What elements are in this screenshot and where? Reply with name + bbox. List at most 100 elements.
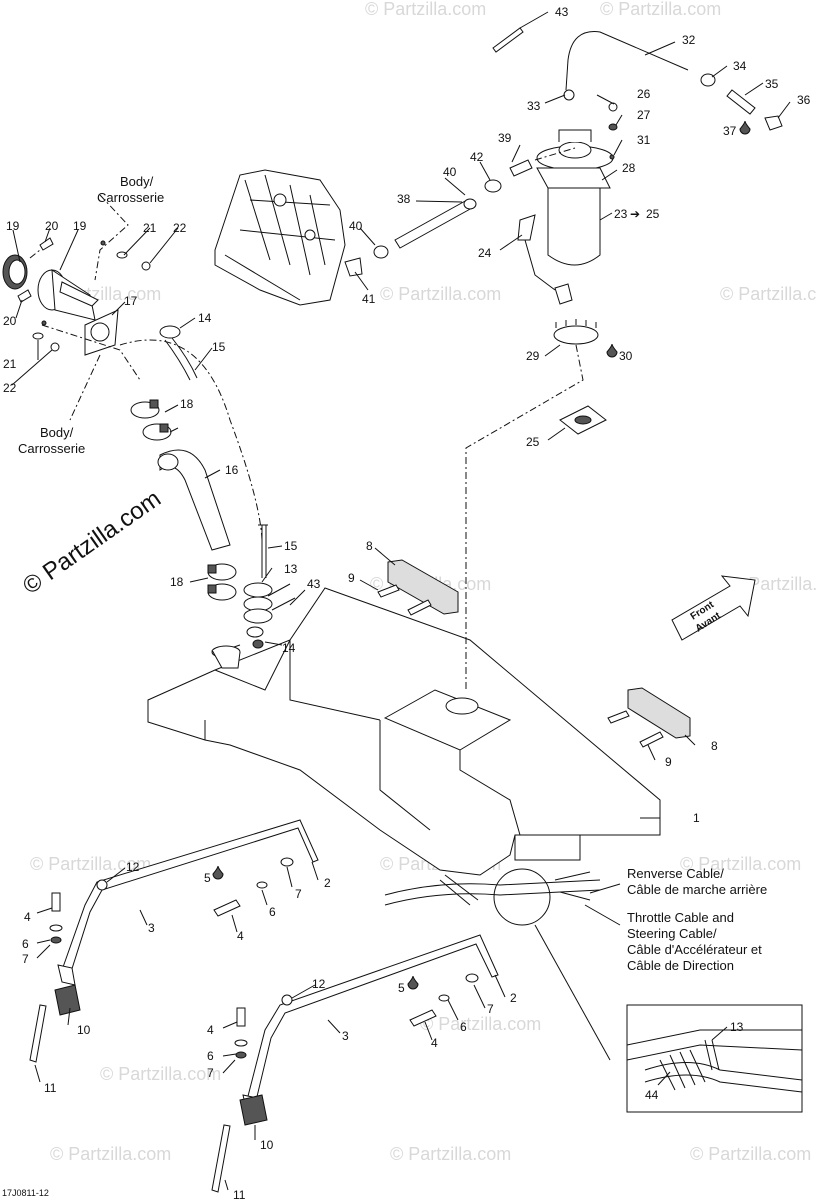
rubber-pad-upper [377,559,459,616]
watermark: © Partzilla.com [600,0,721,19]
callout-23: 23 [614,207,628,221]
rubber-pad-lower [607,687,691,748]
arrow-symbol: ➔ [630,207,640,221]
throttle-cable-note-line1: Throttle Cable and [627,910,734,925]
callout-13: 13 [730,1020,744,1034]
callout-20: 20 [45,219,59,233]
watermark: © Partzilla.com [50,1144,171,1164]
callout-6: 6 [269,905,276,919]
callout-4: 4 [24,910,31,924]
grease-drop-icon [212,865,224,880]
small-fasteners [608,102,618,160]
callout-21: 21 [143,221,157,235]
callout-40: 40 [349,219,363,233]
callout-7: 7 [22,952,29,966]
callout-18: 18 [180,397,194,411]
callout-23-range: 25 [646,207,660,221]
filler-flange [84,309,119,356]
callout-19: 19 [73,219,87,233]
callout-11: 11 [233,1188,246,1200]
body-note-bottom-line1: Body/ [40,425,74,440]
watermark-main: © Partzilla.com [18,485,166,600]
callout-4: 4 [237,929,244,943]
watermark: © Partzilla.com [365,0,486,19]
callout-8: 8 [366,539,373,553]
callout-14: 14 [282,641,296,655]
callout-32: 32 [682,33,696,47]
callout-24: 24 [478,246,492,260]
callout-3: 3 [342,1029,349,1043]
throttle-cable-note-line2: Steering Cable/ [627,926,717,941]
detail-inset [534,924,803,1113]
callout-11: 11 [44,1081,57,1095]
callout-7: 7 [487,1002,494,1016]
callout-28: 28 [622,161,636,175]
callout-36: 36 [797,93,811,107]
filler-cap [2,254,28,290]
callout-8: 8 [711,739,718,753]
callout-27: 27 [637,108,651,122]
body-screws-and-washers [17,237,151,352]
callout-2: 2 [324,876,331,890]
callout-4: 4 [431,1036,438,1050]
grease-drop-icon [407,975,419,990]
body-note-top-line2: Carrosserie [97,190,164,205]
callout-9: 9 [665,755,672,769]
filler-neck [37,269,99,321]
callout-18: 18 [170,575,184,589]
callout-20: 20 [3,314,17,328]
throttle-cable-note-line3: Câble d'Accélérateur et [627,942,762,957]
callout-19: 19 [6,219,20,233]
reverse-cable-note-line2: Câble de marche arrière [627,882,767,897]
callout-7: 7 [207,1066,214,1080]
vent-valve [700,73,783,131]
callout-16: 16 [225,463,239,477]
callout-22: 22 [173,221,187,235]
callout-5: 5 [204,871,211,885]
callout-10: 10 [77,1023,91,1037]
watermark: © Partzilla.com [680,854,801,874]
callout-10: 10 [260,1138,274,1152]
hose-clamps-lower [207,563,237,601]
body-note-bottom-line2: Carrosserie [18,441,85,456]
callout-25: 25 [526,435,540,449]
grease-drop-icon [739,120,751,135]
fuel-tank [147,587,661,876]
callout-4: 4 [207,1023,214,1037]
callout-33: 33 [527,99,541,113]
callout-43: 43 [307,577,321,591]
callout-37: 37 [723,124,737,138]
callout-26: 26 [637,87,651,101]
callout-15: 15 [284,539,298,553]
filler-hose [157,449,231,551]
watermark: © Partzilla.com [30,854,151,874]
lock-ring [553,319,599,345]
callout-6: 6 [207,1049,214,1063]
fuel-line-parts [344,159,533,277]
callout-15: 15 [212,340,226,354]
grease-drop-icon [606,343,618,358]
label-decal [559,405,607,435]
vent-hose [119,325,268,578]
callout-14: 14 [198,311,212,325]
callout-39: 39 [498,131,512,145]
tank-strap-upper [57,819,319,986]
callout-12: 12 [126,860,140,874]
callout-6: 6 [22,937,29,951]
throttle-cable-note-line4: Câble de Direction [627,958,734,973]
hose-clamps-upper [130,399,172,441]
callout-43: 43 [555,5,569,19]
watermark: © Partzilla.com [390,1144,511,1164]
callout-40: 40 [443,165,457,179]
figure-reference: 17J0811-12 [2,1188,49,1198]
callout-leaders [11,11,791,1191]
callout-44: 44 [645,1088,659,1102]
callout-7: 7 [295,887,302,901]
callout-21: 21 [3,357,17,371]
cables [384,868,601,926]
bracket-and-bolt-lower [211,1094,268,1193]
body-note-top-line1: Body/ [120,174,154,189]
watermark: © Partzilla.com [100,1064,221,1084]
callout-6: 6 [460,1020,467,1034]
watermark: © Partzilla.com [690,1144,811,1164]
